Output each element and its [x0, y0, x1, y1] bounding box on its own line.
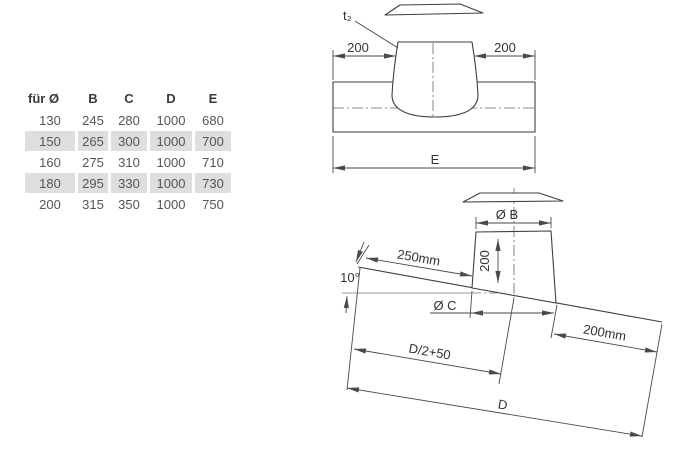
col-header-d: D	[166, 91, 176, 106]
table-row: 150 265 300 1000 700	[25, 131, 231, 151]
extension-line	[469, 290, 473, 319]
cone-height-label: 200	[477, 250, 492, 272]
angle-arrow-lower	[343, 295, 349, 314]
half-length-label: D/2+50	[408, 341, 452, 363]
left-offset-label: 200	[347, 40, 369, 55]
lower-offset-label: 200mm	[582, 321, 627, 343]
table-row: 200 315 350 1000 750	[39, 196, 224, 212]
col-header-c: C	[124, 91, 134, 106]
table-row: 180 295 330 1000 730	[25, 173, 231, 193]
extension-line	[641, 323, 663, 438]
angle-arrow-upper	[355, 241, 365, 263]
roof-angle-label: 10°	[340, 270, 360, 285]
flat-roof-flashing-drawing: t₂ 200 200 E	[332, 3, 536, 173]
extension-line	[550, 304, 558, 339]
rain-cap	[462, 192, 564, 203]
dim-line-250mm	[365, 257, 473, 277]
col-header-e: E	[208, 91, 218, 106]
col-header-diameter: für Ø	[28, 91, 60, 106]
extension-line	[356, 244, 370, 265]
rain-cap	[384, 3, 484, 16]
slope-length-label: 250mm	[396, 246, 441, 268]
extension-line	[346, 267, 361, 391]
dim-line-200mm	[553, 333, 658, 353]
dimension-table: für Ø B C D E 130 245 280 1000 680 150 2…	[22, 88, 234, 215]
total-width-label: E	[431, 152, 440, 167]
total-length-label: D	[497, 396, 509, 412]
table-row: 160 275 310 1000 710	[39, 154, 224, 170]
right-offset-label: 200	[494, 40, 516, 55]
dim-line-half-length	[353, 348, 502, 375]
dim-line-total-length	[346, 387, 643, 437]
diameter-c-label: Ø C	[433, 298, 456, 313]
table-row: 130 245 280 1000 680	[39, 112, 224, 128]
col-header-b: B	[88, 91, 98, 106]
extension-line	[498, 297, 515, 385]
cone-body	[391, 41, 479, 118]
t2-label: t₂	[343, 8, 352, 23]
diameter-b-label: Ø B	[496, 207, 518, 222]
pitched-roof-flashing-drawing: 10° 250mm Ø B 200 Ø C 200mm D/2+50 D	[340, 188, 663, 438]
t2-leader-line	[354, 20, 399, 49]
table-header-row: für Ø B C D E	[25, 89, 231, 109]
